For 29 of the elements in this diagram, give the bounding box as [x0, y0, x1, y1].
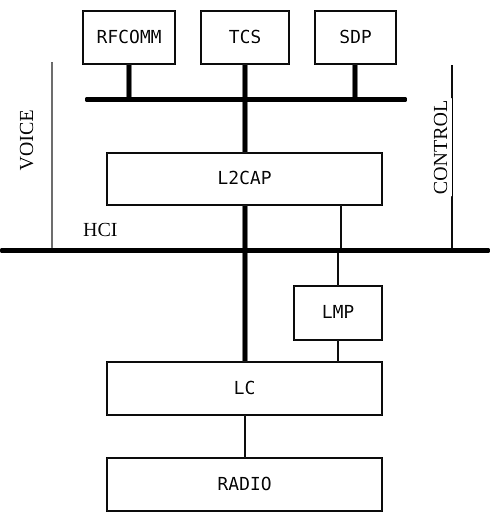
layer-label: SDP: [339, 26, 372, 48]
layer-box: [293, 285, 383, 341]
layer-label: RFCOMM: [96, 26, 162, 48]
connector-line: [244, 416, 246, 457]
connector-line: [337, 253, 339, 285]
layer-label: LMP: [322, 302, 354, 324]
layer-label: RADIO: [217, 474, 272, 496]
connector-line: [51, 62, 53, 248]
layer-box: [106, 457, 383, 512]
layer-box: [106, 361, 383, 416]
connector-line: [242, 102, 248, 152]
layer-box: [106, 152, 383, 206]
connector-line: [242, 65, 248, 97]
bus-bar: [85, 97, 407, 102]
layer-box: [82, 10, 176, 65]
connector-line: [242, 206, 248, 248]
connector-line: [126, 65, 132, 97]
connector-line: [340, 206, 342, 248]
layer-label: LC: [234, 378, 256, 400]
connector-line: [352, 65, 358, 97]
bus-label: HCI: [83, 219, 118, 241]
layer-label: TCS: [228, 26, 262, 48]
connector-line: [242, 253, 248, 361]
layer-label: L2CAP: [217, 168, 272, 190]
connector-line: [337, 341, 339, 361]
bus-bar: [0, 248, 490, 253]
layer-box: [314, 10, 397, 65]
connector-line: [451, 65, 453, 248]
layer-box: [200, 10, 290, 65]
